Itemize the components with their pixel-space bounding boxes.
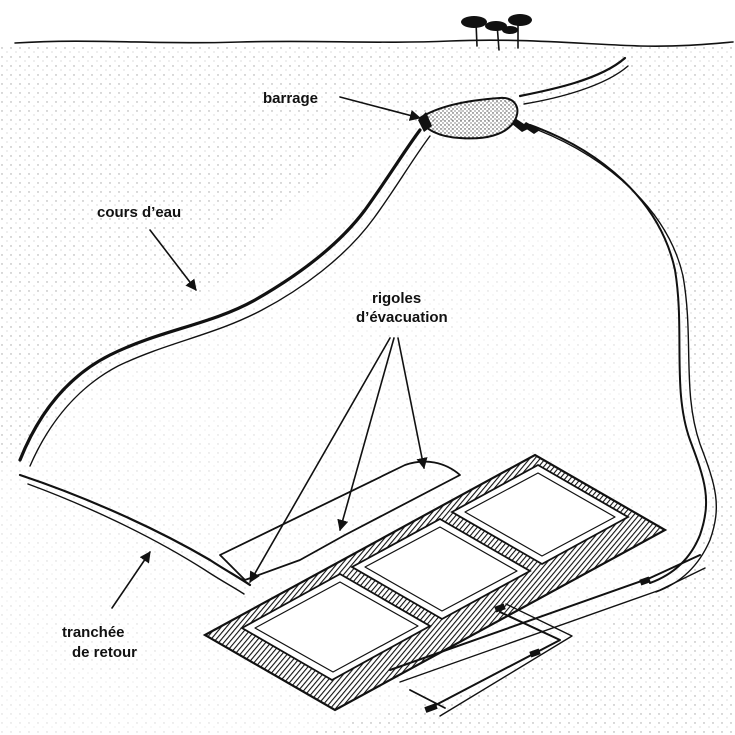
pond-1 [240, 572, 432, 682]
outlet-channels [389, 554, 706, 717]
stream-cours-deau [18, 128, 431, 467]
horizon-line [14, 39, 734, 47]
upper-pond-outline [219, 460, 461, 581]
stream-arrow [149, 229, 197, 291]
drain-arrow-2 [337, 337, 395, 532]
label-return-line2: de retour [72, 644, 137, 661]
return-trench [18, 473, 252, 595]
upper-stream [518, 56, 627, 98]
drain-arrow-1 [249, 337, 391, 583]
drain-arrow-3 [397, 337, 428, 470]
barrage-arrow [339, 96, 422, 121]
pond-complex [202, 453, 668, 712]
label-drains-line2: d’évacuation [356, 309, 448, 326]
leader-lines [111, 96, 428, 609]
trees-icon [461, 14, 532, 51]
dam-reservoir [418, 96, 530, 140]
pond-2 [350, 517, 532, 621]
return-arrow [111, 551, 151, 609]
label-stream: cours d’eau [97, 204, 181, 221]
label-drains-line1: rigoles [372, 290, 421, 307]
feeder-canal [522, 122, 718, 593]
label-return-line1: tranchée [62, 624, 125, 641]
pond-3 [450, 463, 630, 566]
label-barrage: barrage [263, 90, 318, 107]
